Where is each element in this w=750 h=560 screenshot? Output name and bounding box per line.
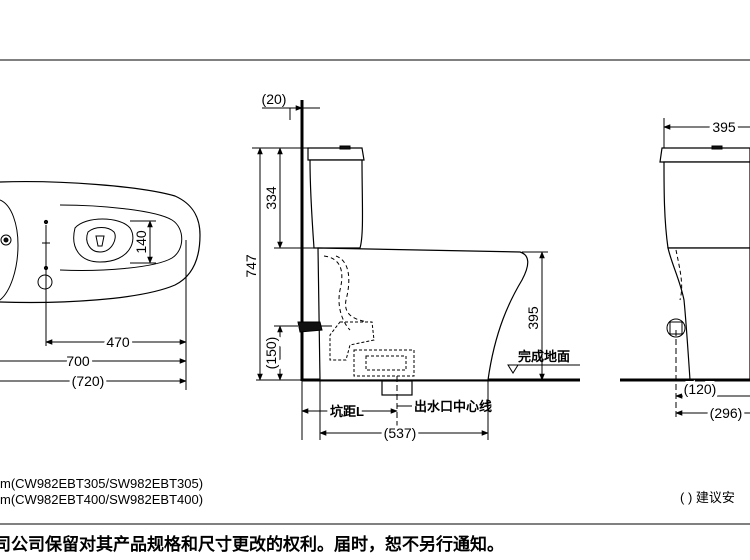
- trapway-hidden: [323, 255, 351, 331]
- dim-334-label: 334: [263, 186, 279, 210]
- supply-valve-icon: [297, 321, 323, 333]
- dim-20-label: (20): [262, 91, 287, 107]
- recommend-note: ( ) 建议安: [680, 490, 735, 505]
- dim-747-label: 747: [243, 254, 259, 278]
- model-line-2: m(CW982EBT400/SW982EBT400): [0, 492, 203, 507]
- right-view: 395 (120) (296) ( ) 建议安: [620, 116, 750, 505]
- fixing-dot: [43, 219, 49, 225]
- bowl-inner-opening: [86, 227, 116, 253]
- right-tank-body: [663, 161, 750, 249]
- right-valve-circle: [666, 318, 686, 338]
- tank-body: [309, 159, 364, 249]
- side-knob-center: [3, 237, 9, 243]
- model-line-1: m(CW982EBT305/SW982EBT305): [0, 476, 203, 491]
- dim-720-label: (720): [72, 373, 105, 389]
- bowl-drain-mark: [95, 235, 105, 247]
- seat-hinge-cap: [37, 274, 53, 290]
- right-dim-395-label: 395: [712, 119, 736, 135]
- right-dim-296-label: (296): [710, 405, 743, 421]
- side-view: (20) 334 747 (150) 395: [240, 91, 580, 444]
- dim-470-label: 470: [106, 334, 130, 350]
- pitch-label: 坑距L: [330, 404, 364, 419]
- bowl-body: [317, 247, 529, 381]
- outlet-inner-hidden: [365, 355, 407, 371]
- flush-button: [339, 145, 351, 150]
- seat-outline: [59, 204, 183, 271]
- dim-140-label: 140: [133, 230, 149, 254]
- side-knob-icon: [0, 234, 12, 246]
- outlet-hidden: [353, 349, 415, 377]
- tank-lid: [307, 147, 365, 161]
- tank-edge-line: [0, 199, 19, 301]
- dim-700-label: 700: [66, 353, 90, 369]
- footer-notice: 司公司保留对其产品规格和尺寸更改的权利。届时，恕不另行通知。: [0, 534, 504, 554]
- right-tank-lid: [659, 147, 750, 163]
- right-bowl-body: [667, 247, 750, 381]
- dim-537-label: (537): [384, 425, 417, 441]
- dim-395-label: 395: [525, 306, 541, 330]
- dim-150-label: (150): [263, 337, 279, 370]
- floor-label: 完成地面: [518, 349, 570, 364]
- bowl-opening: [73, 218, 134, 263]
- trapway-hidden-2: [335, 255, 369, 323]
- right-dim-120-label: (120): [684, 381, 717, 397]
- right-flush-button: [711, 145, 723, 150]
- bowl-top-outline: [0, 181, 201, 304]
- top-view: 140 470 700 (720): [0, 181, 201, 392]
- drain-center-label: 出水口中心线: [414, 399, 492, 414]
- floor-level-icon: [507, 364, 519, 374]
- drain-hidden: [329, 321, 375, 361]
